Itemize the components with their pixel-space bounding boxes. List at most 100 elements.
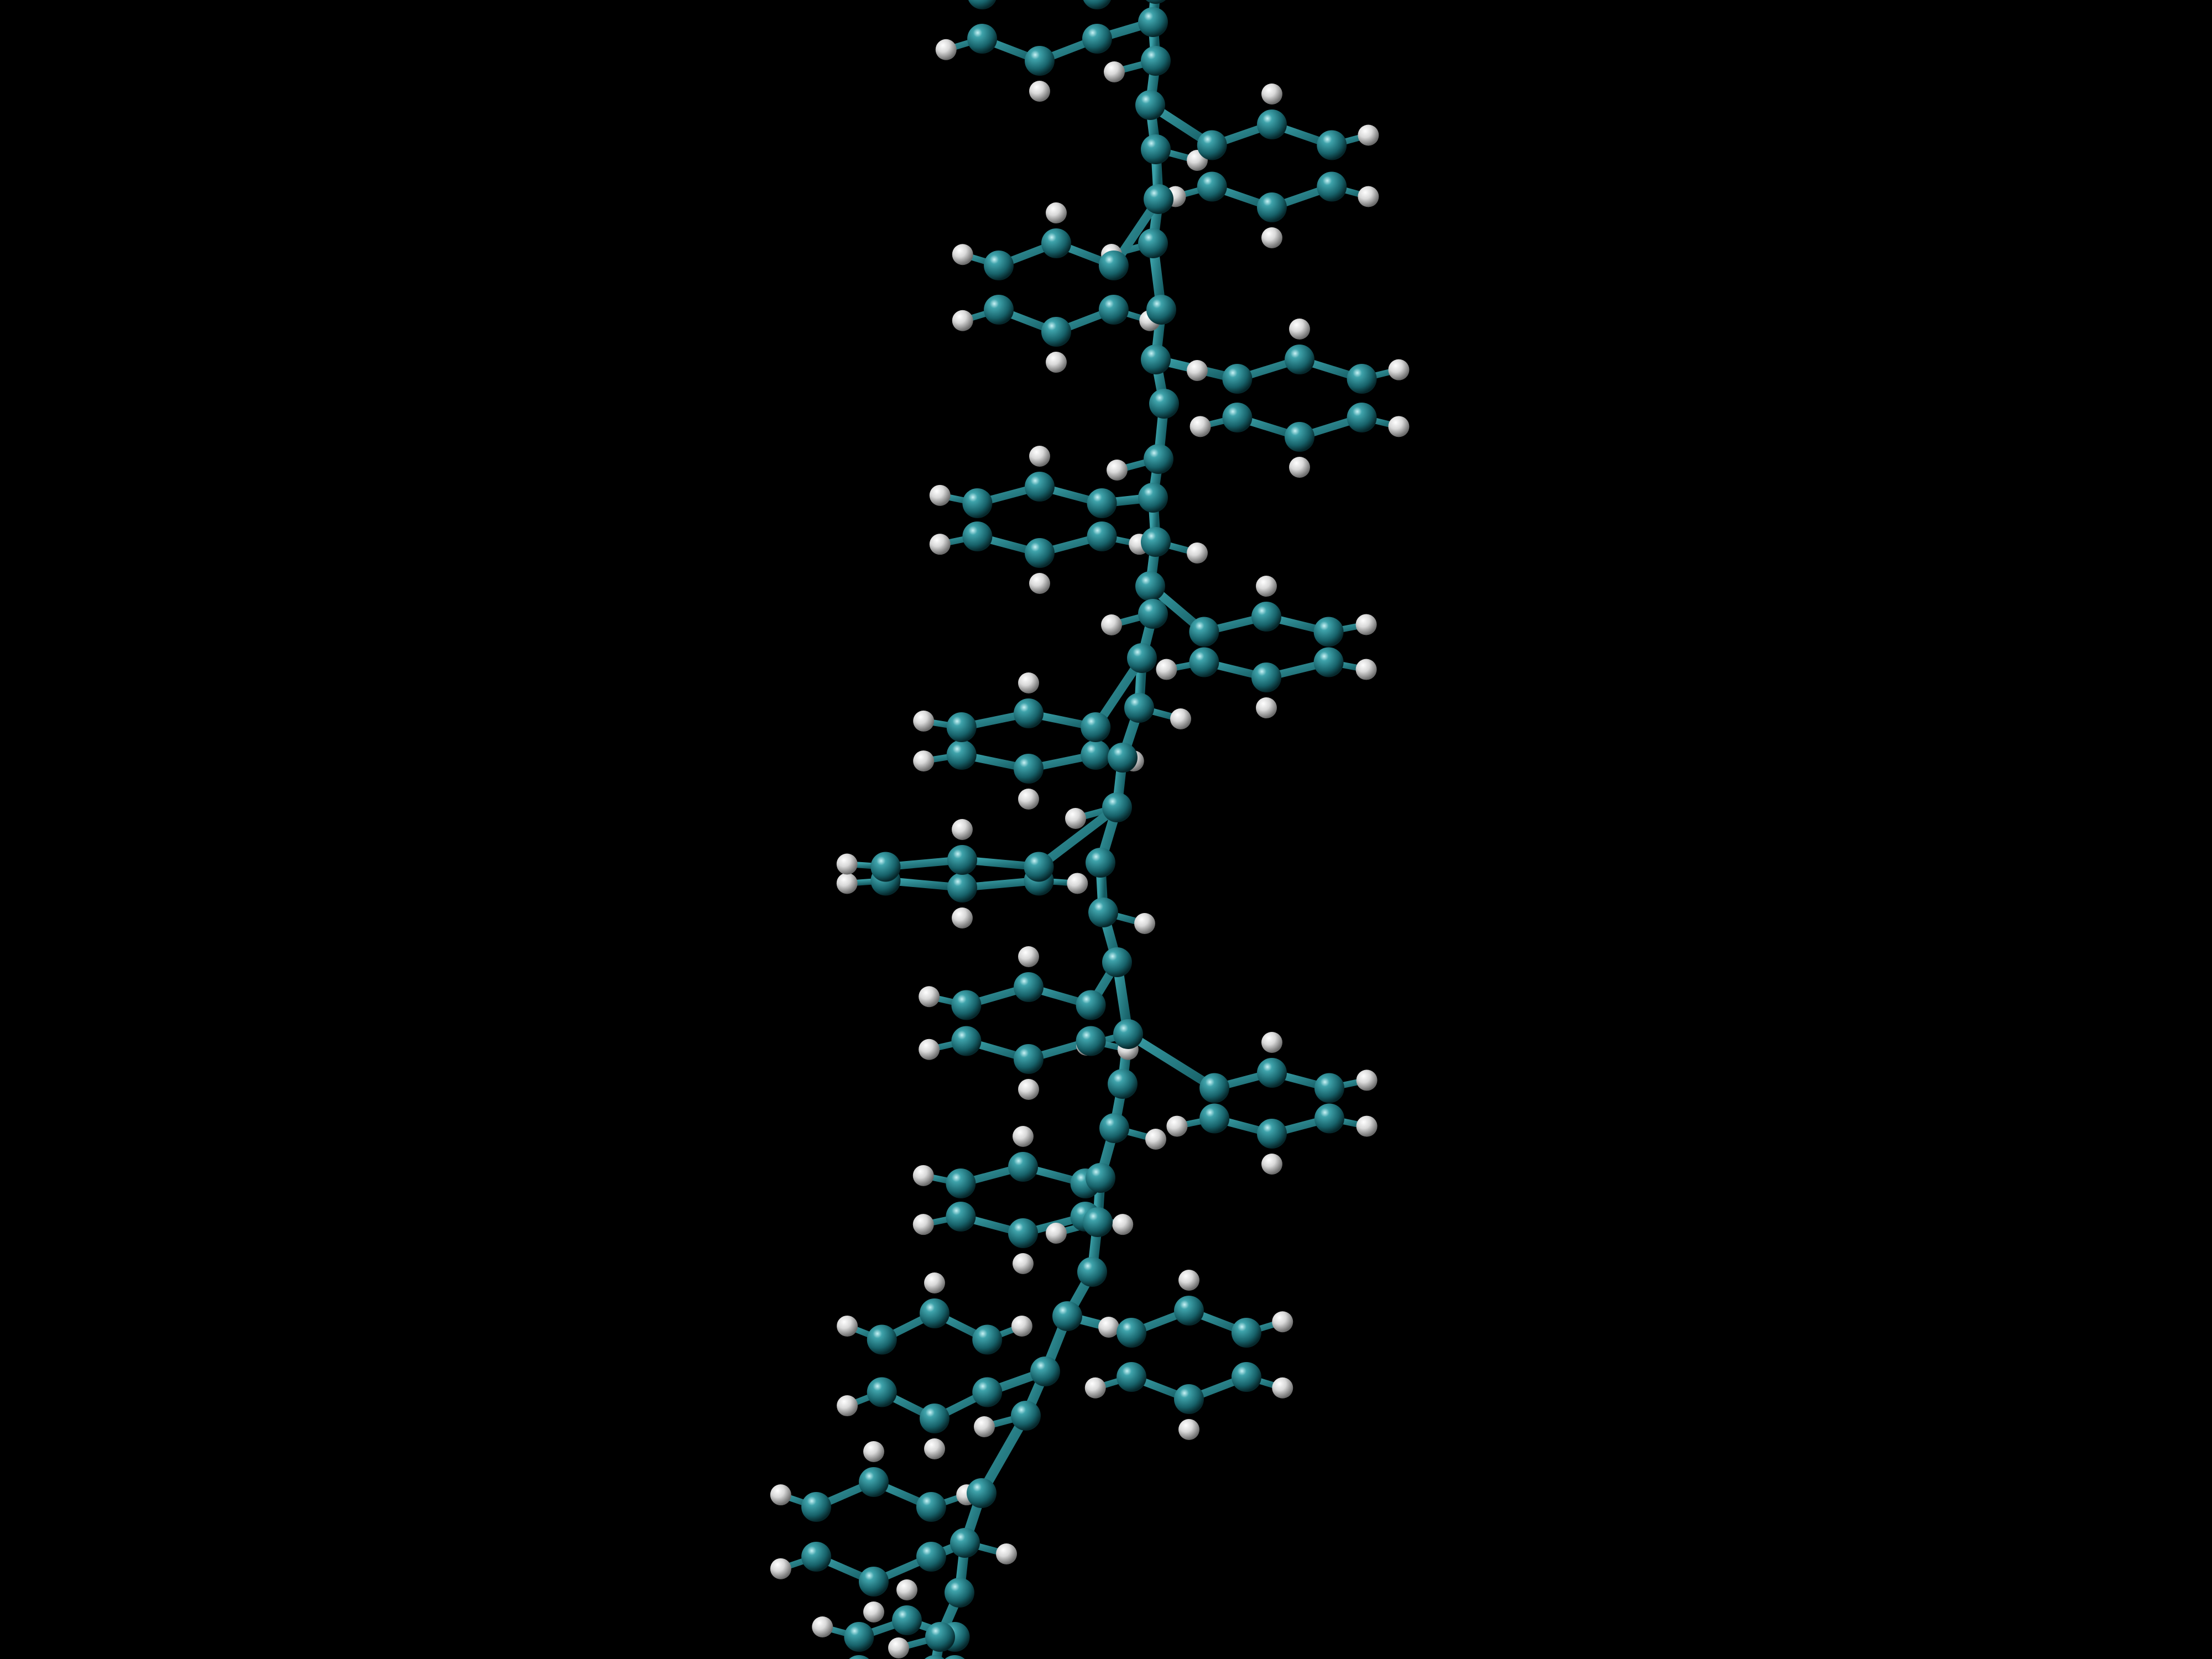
hydrogen-atom [1190,416,1211,437]
hydrogen-atom [1018,789,1039,810]
hydrogen-atom [1187,542,1208,564]
carbon-atom [1014,754,1044,784]
carbon-atom [1141,527,1171,557]
hydrogen-atom [1261,1032,1282,1053]
hydrogen-atom [924,1438,945,1459]
carbon-atom [1098,251,1129,280]
hydrogen-atom [952,819,973,840]
hydrogen-atom [1145,1129,1166,1150]
carbon-atom [1008,1218,1038,1248]
carbon-atom [1011,1401,1041,1431]
hydrogen-atom [1013,1126,1034,1147]
carbon-atom [1081,740,1111,770]
carbon-atom [1285,345,1314,374]
hydrogen-atom [1029,446,1050,467]
carbon-atom [1099,1113,1129,1143]
carbon-atom [1347,364,1377,394]
hydrogen-atom [1358,186,1379,207]
carbon-atom [1052,1301,1082,1331]
hydrogen-atom [1084,1377,1106,1399]
hydrogen-atom [837,1395,858,1417]
hydrogen-atom [1187,360,1208,381]
carbon-atom [967,1478,997,1508]
carbon-atom [1108,1069,1138,1099]
hydrogen-atom [913,710,935,732]
hydrogen-atom [919,1039,940,1060]
carbon-atom [1041,228,1071,258]
carbon-atom [984,251,1014,280]
hydrogen-atom [1289,457,1310,478]
carbon-atom [1076,990,1106,1020]
carbon-atom [947,845,977,875]
hydrogen-atom [1261,227,1282,248]
carbon-atom [962,521,993,551]
carbon-atom [946,712,977,742]
carbon-atom [867,1377,897,1407]
hydrogen-atom [1107,460,1128,481]
carbon-atom [962,488,993,518]
carbon-atom [1257,192,1287,222]
hydrogen-atom [1388,359,1410,380]
carbon-atom [972,1324,1003,1355]
hydrogen-atom [912,1165,934,1186]
hydrogen-atom [1018,946,1039,967]
carbon-atom [1199,1103,1230,1134]
carbon-atom [1081,712,1111,742]
carbon-atom [1014,972,1044,1002]
carbon-atom [951,1026,982,1056]
carbon-atom [1117,1362,1147,1392]
hydrogen-atom [952,244,973,265]
hydrogen-atom [929,534,951,555]
carbon-atom [1087,521,1117,551]
carbon-atom [950,1528,980,1558]
bond [1124,1030,1219,1093]
carbon-atom [1257,1058,1287,1088]
carbon-atom [1076,1026,1106,1056]
carbon-atom [1314,1103,1344,1134]
hydrogen-atom [929,484,951,506]
carbon-atom [1083,1207,1113,1237]
carbon-atom [947,873,977,902]
hydrogen-atom [1178,1419,1199,1440]
carbon-atom [1197,130,1227,160]
carbon-atom [844,1622,874,1652]
carbon-atom [1135,571,1165,601]
atom-layer [770,0,1410,1659]
hydrogen-atom [952,907,973,928]
hydrogen-atom [1046,1223,1067,1244]
hydrogen-atom [1134,913,1155,934]
hydrogen-atom [1256,576,1277,597]
carbon-atom [859,1467,889,1497]
carbon-atom [1138,599,1168,629]
hydrogen-atom [836,853,858,875]
hydrogen-atom [896,1579,917,1600]
carbon-atom [801,1542,832,1572]
hydrogen-atom [1101,614,1122,635]
hydrogen-atom [812,1616,833,1637]
carbon-atom [1117,1318,1147,1348]
carbon-atom [1087,488,1117,518]
hydrogen-atom [1289,319,1310,340]
hydrogen-atom [996,1543,1017,1564]
hydrogen-atom [912,1214,934,1235]
hydrogen-atom [1388,416,1410,437]
carbon-atom [916,1542,946,1572]
carbon-atom [945,1655,965,1659]
carbon-atom [916,1492,946,1522]
carbon-atom [1030,1357,1060,1386]
carbon-atom [1014,1044,1044,1074]
hydrogen-atom [1067,873,1088,894]
carbon-atom [1144,444,1173,474]
carbon-atom [1014,698,1044,728]
bond [1034,803,1121,872]
carbon-atom [1138,7,1168,37]
hydrogen-atom [1166,1115,1188,1137]
carbon-atom [1222,364,1253,394]
hydrogen-atom [1046,202,1067,223]
carbon-atom [1285,422,1314,452]
carbon-atom [1197,171,1227,202]
carbon-atom [1024,852,1054,882]
carbon-atom [968,0,997,9]
hydrogen-atom [935,39,957,60]
